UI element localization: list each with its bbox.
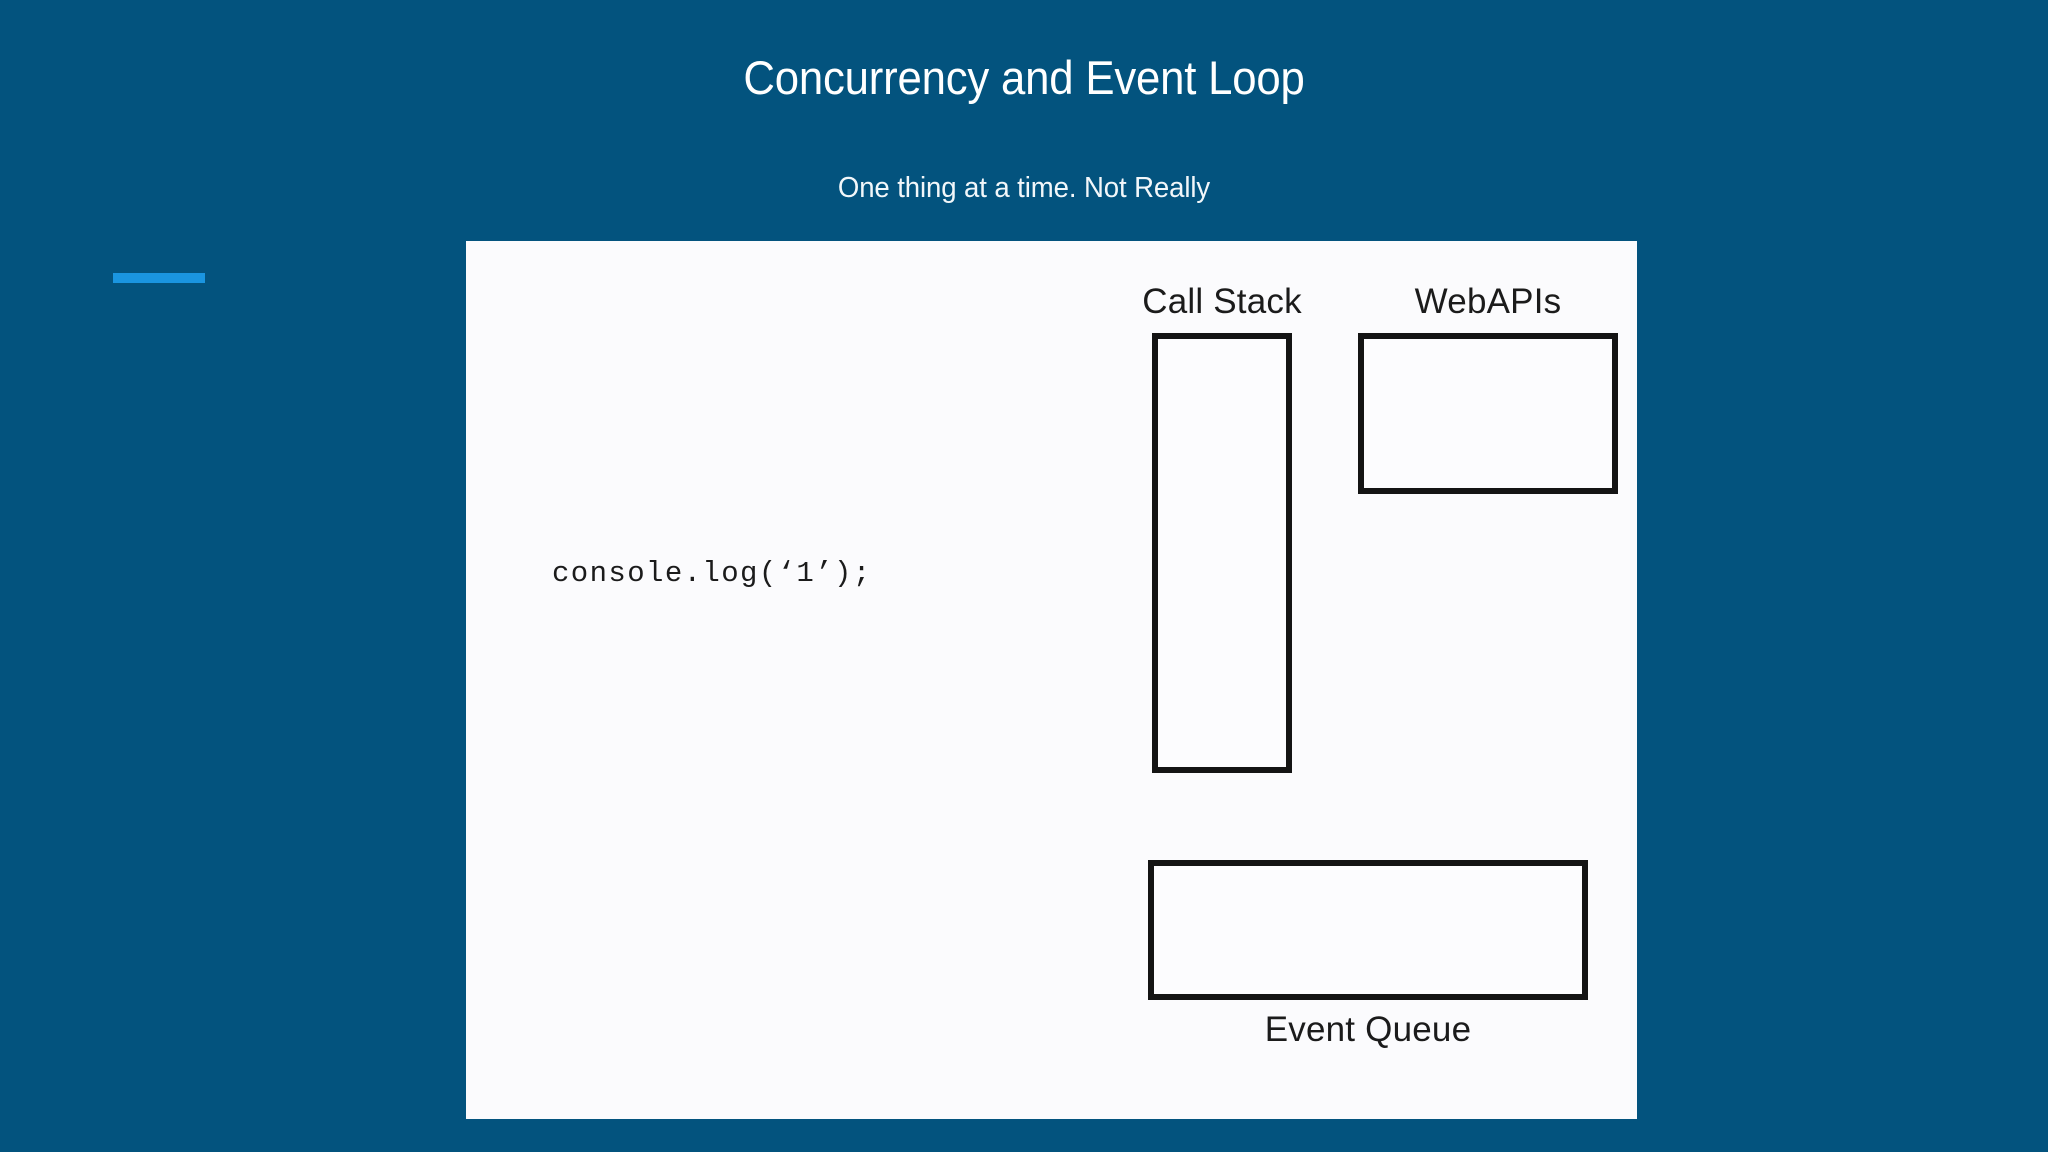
webapis-box	[1358, 333, 1618, 494]
call-stack-box	[1152, 333, 1292, 773]
accent-bar	[113, 273, 205, 283]
code-block-settimeout: setTimeout(function(){ console.log(‘3’);…	[552, 1049, 1172, 1152]
code-spacer	[552, 849, 1172, 899]
event-queue-box	[1148, 860, 1588, 1000]
call-stack-label: Call Stack	[1142, 282, 1302, 321]
event-queue-label: Event Queue	[1264, 1010, 1472, 1049]
code-listing: console.log(‘1’); setTimeout(function(){…	[552, 299, 1172, 1152]
webapis-label: WebAPIs	[1414, 282, 1562, 321]
page-title: Concurrency and Event Loop	[743, 51, 1305, 104]
code-line-console-log-1: console.log(‘1’);	[552, 557, 872, 590]
code-block-first: console.log(‘1’);	[552, 449, 1172, 699]
content-panel: console.log(‘1’); setTimeout(function(){…	[466, 241, 1637, 1119]
page-subtitle: One thing at a time. Not Really	[837, 172, 1211, 204]
